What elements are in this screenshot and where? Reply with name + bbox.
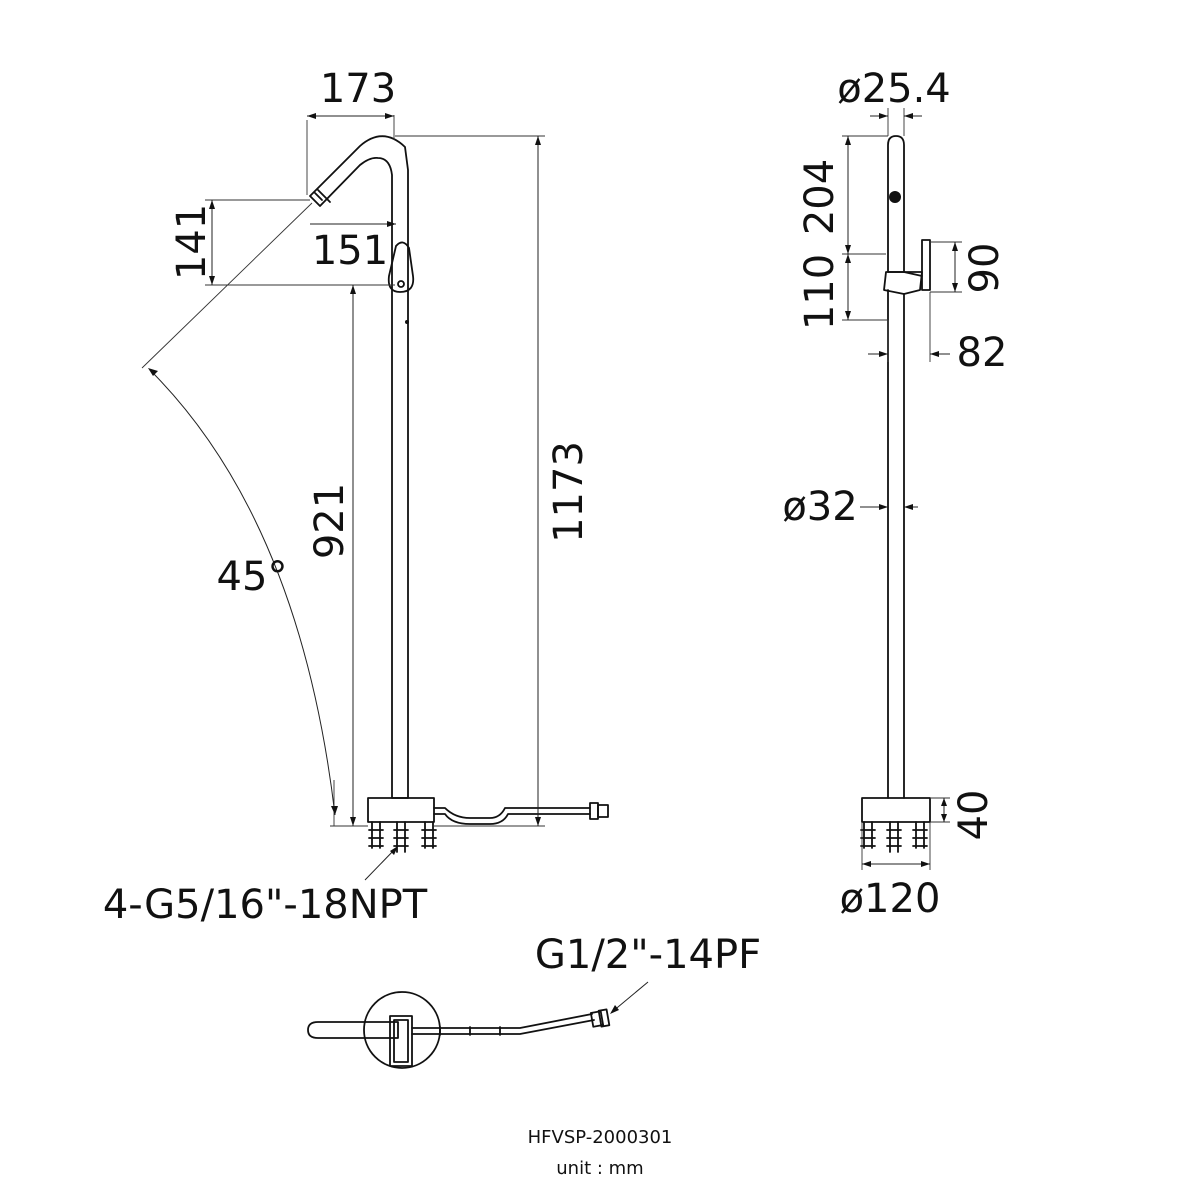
front-view: 173 141 151 1173 921 45° — [103, 66, 609, 928]
spout — [309, 135, 409, 799]
dim-151: 151 — [312, 228, 388, 274]
dim-dia-32: ø32 — [782, 484, 857, 530]
spout-top — [307, 1021, 399, 1039]
base-side — [861, 797, 931, 823]
dim-82: 82 — [957, 330, 1008, 376]
dim-90: 90 — [962, 243, 1008, 294]
label-inlet-thread: 4-G5/16"-18NPT — [103, 882, 428, 928]
inlet-pipes-side — [860, 821, 928, 853]
hose-top — [411, 1013, 595, 1035]
hand-shower — [887, 135, 905, 273]
dim-173: 173 — [320, 66, 396, 112]
unit-note: unit : mm — [556, 1158, 643, 1179]
dim-angle-45: 45° — [217, 554, 288, 600]
shower-holder — [883, 271, 923, 295]
dim-921: 921 — [307, 483, 353, 559]
dim-110: 110 — [797, 254, 843, 330]
hose-front — [433, 807, 591, 825]
inlet-pipes-front — [368, 821, 437, 853]
top-view: G1/2"-14PF — [307, 932, 761, 1069]
label-hose-thread: G1/2"-14PF — [535, 932, 761, 978]
dim-204: 204 — [797, 159, 843, 235]
lever-handle — [387, 241, 415, 293]
dim-dia-25: ø25.4 — [837, 66, 951, 112]
base-front — [367, 797, 435, 823]
title-block: HFVSP-2000301 unit : mm — [528, 1127, 673, 1179]
side-view: ø25.4 204 110 90 82 ø32 — [782, 66, 1008, 922]
dim-dia-120: ø120 — [840, 876, 941, 922]
dim-1173: 1173 — [546, 441, 592, 543]
model-number: HFVSP-2000301 — [528, 1127, 673, 1148]
dim-141: 141 — [169, 204, 215, 280]
base-top — [363, 991, 441, 1069]
dim-40: 40 — [951, 790, 997, 841]
